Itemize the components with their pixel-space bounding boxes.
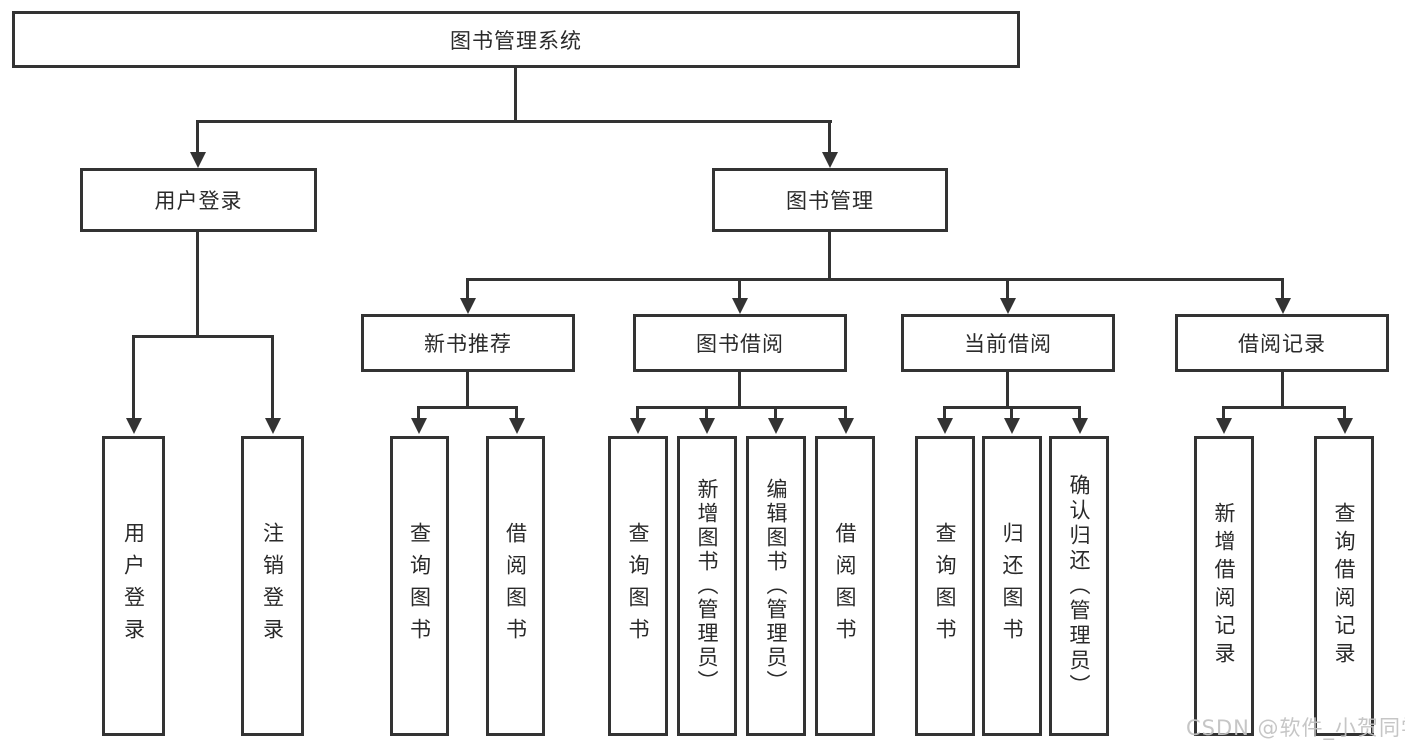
arrowhead-down-icon [265,418,281,434]
node-user-login-label: 用户登录 [154,189,243,213]
connector-book-management-bus [466,278,1284,281]
connector-borrow-records-bus [1222,406,1346,409]
leaf-nb-borrow-books-label: 借阅图书 [503,522,528,650]
connector-to-leaf-user-login [132,335,135,418]
leaf-br-query-record: 查询借阅记录 [1314,436,1374,736]
connector-new-book-bus [417,406,518,409]
connector-to-borrow-records [1281,278,1284,300]
node-book-borrow: 图书借阅 [633,314,847,372]
connector-to-leaf-logout [271,335,274,418]
arrowhead-down-icon [1275,298,1291,314]
connector-to-cb-confirm [1078,406,1081,420]
leaf-logout: 注销登录 [241,436,304,736]
csdn-watermark: CSDN @软件_小贺同学 [1186,716,1405,740]
arrowhead-down-icon [1000,298,1016,314]
leaf-bb-borrow-books-label: 借阅图书 [833,522,857,650]
connector-to-book-borrow [738,278,741,300]
connector-to-current-borrow [1006,278,1009,300]
connector-to-new-book [466,278,469,300]
leaf-nb-query-books-label: 查询图书 [407,522,432,650]
node-new-book-recommend: 新书推荐 [361,314,575,372]
connector-to-book-management [828,120,831,154]
arrowhead-down-icon [630,418,646,434]
connector-to-br-add [1222,406,1225,420]
leaf-logout-label: 注销登录 [260,522,285,650]
connector-to-nb-borrow [515,406,518,420]
node-library-system: 图书管理系统 [12,11,1020,68]
connector-to-cb-return [1010,406,1013,420]
node-new-book-recommend-label: 新书推荐 [424,332,512,356]
connector-root-bus [196,120,832,123]
connector-user-login-stem [196,232,199,335]
leaf-nb-query-books: 查询图书 [390,436,449,736]
leaf-br-add-record: 新增借阅记录 [1194,436,1254,736]
connector-root-stem [514,68,517,120]
arrowhead-down-icon [937,418,953,434]
leaf-br-query-record-label: 查询借阅记录 [1332,502,1356,670]
connector-borrow-records-stem [1281,372,1284,406]
connector-new-book-stem [466,372,469,406]
leaf-cb-query-books-label: 查询图书 [933,522,957,650]
leaf-bb-query-books-label: 查询图书 [626,522,650,650]
leaf-cb-return-books: 归还图书 [982,436,1042,736]
node-book-management-label: 图书管理 [786,189,874,213]
leaf-bb-edit-books-admin-label: 编辑图书（管理员） [764,478,788,694]
leaf-cb-confirm-return-admin: 确认归还（管理员） [1049,436,1109,736]
leaf-nb-borrow-books: 借阅图书 [486,436,545,736]
arrowhead-down-icon [190,152,206,168]
leaf-bb-borrow-books: 借阅图书 [815,436,875,736]
connector-to-nb-query [417,406,420,420]
connector-book-borrow-bus [636,406,847,409]
arrowhead-down-icon [126,418,142,434]
node-borrow-records: 借阅记录 [1175,314,1389,372]
node-user-login: 用户登录 [80,168,317,232]
leaf-cb-return-books-label: 归还图书 [1000,522,1024,650]
arrowhead-down-icon [1216,418,1232,434]
connector-to-bb-borrow [844,406,847,420]
connector-book-borrow-stem [738,372,741,406]
arrowhead-down-icon [1337,418,1353,434]
node-book-borrow-label: 图书借阅 [696,332,784,356]
arrowhead-down-icon [838,418,854,434]
leaf-bb-add-books-admin: 新增图书（管理员） [677,436,737,736]
connector-to-bb-query [636,406,639,420]
leaf-bb-add-books-admin-label: 新增图书（管理员） [695,478,719,694]
leaf-user-login: 用户登录 [102,436,165,736]
arrowhead-down-icon [699,418,715,434]
arrowhead-down-icon [509,418,525,434]
node-book-management: 图书管理 [712,168,948,232]
leaf-bb-edit-books-admin: 编辑图书（管理员） [746,436,806,736]
arrowhead-down-icon [732,298,748,314]
arrowhead-down-icon [822,152,838,168]
arrowhead-down-icon [1072,418,1088,434]
arrowhead-down-icon [768,418,784,434]
node-current-borrow-label: 当前借阅 [964,332,1052,356]
connector-to-bb-edit [774,406,777,420]
connector-current-borrow-stem [1006,372,1009,406]
node-library-system-label: 图书管理系统 [450,28,582,53]
connector-user-login-bus [132,335,274,338]
connector-to-user-login [196,120,199,154]
arrowhead-down-icon [411,418,427,434]
leaf-cb-query-books: 查询图书 [915,436,975,736]
node-borrow-records-label: 借阅记录 [1238,332,1326,356]
arrowhead-down-icon [1004,418,1020,434]
leaf-bb-query-books: 查询图书 [608,436,668,736]
leaf-user-login-label: 用户登录 [121,522,146,650]
connector-to-bb-add [705,406,708,420]
connector-to-cb-query [943,406,946,420]
connector-book-management-stem [828,232,831,278]
arrowhead-down-icon [460,298,476,314]
leaf-br-add-record-label: 新增借阅记录 [1212,502,1236,670]
node-current-borrow: 当前借阅 [901,314,1115,372]
connector-to-br-query [1343,406,1346,420]
leaf-cb-confirm-return-admin-label: 确认归还（管理员） [1067,473,1091,699]
